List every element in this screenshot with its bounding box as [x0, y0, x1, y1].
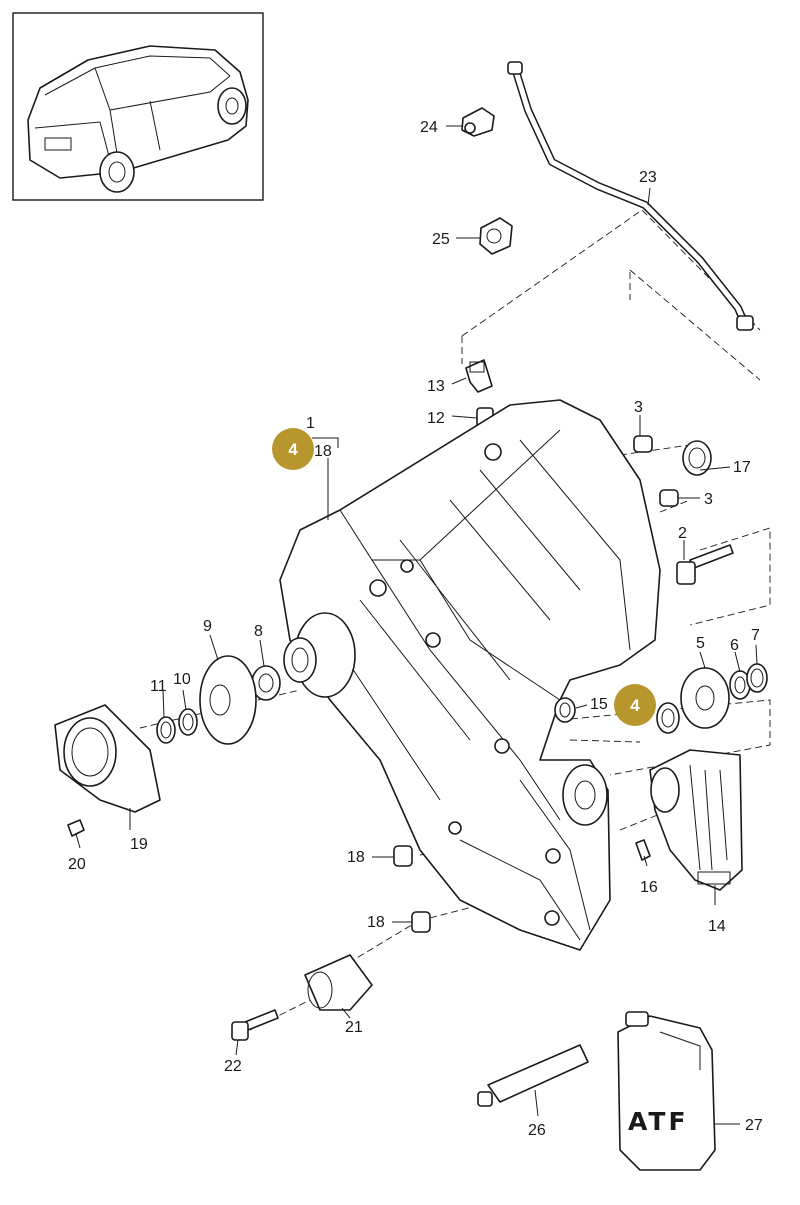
callout-5: 5	[696, 635, 705, 652]
bushing-upper	[633, 435, 653, 453]
highlight-badge[interactable]: 4	[272, 428, 314, 470]
transfer-case-icon	[279, 399, 661, 951]
callout-14: 14	[708, 918, 726, 935]
callout-7: 7	[751, 627, 760, 644]
callout-6: 6	[730, 637, 739, 654]
bolt-2	[676, 544, 734, 585]
callout-19: 19	[130, 836, 148, 853]
callout-25: 25	[432, 231, 450, 248]
hose-holder	[479, 217, 513, 255]
callout-18: 18	[347, 849, 365, 866]
callout-22: 22	[224, 1058, 242, 1075]
sealant-tube-icon	[477, 1044, 589, 1107]
cover-19	[54, 704, 161, 813]
atf-bottle-icon: ATF	[617, 1011, 716, 1171]
highlight-badge[interactable]: 4	[614, 684, 656, 726]
cushion-21	[304, 954, 373, 1011]
o-ring-15	[554, 697, 576, 723]
vehicle-thumbnail-icon	[12, 12, 264, 201]
callout-24: 24	[420, 119, 438, 136]
screw-20	[67, 819, 85, 837]
callout-18: 18	[314, 443, 332, 460]
callout-2: 2	[678, 525, 687, 542]
shim-9	[199, 655, 257, 745]
leader-lines	[75, 125, 758, 1125]
vent-hose	[507, 61, 754, 331]
atf-label: ATF	[628, 1107, 689, 1136]
seal-ring-4b	[656, 702, 680, 734]
breather-valve	[465, 359, 493, 393]
callout-20: 20	[68, 856, 86, 873]
callout-16: 16	[640, 879, 658, 896]
callout-23: 23	[639, 169, 657, 186]
callout-10: 10	[173, 671, 191, 688]
shaft-seal-17	[682, 440, 712, 476]
hose-clip	[461, 107, 495, 137]
callout-15: 15	[590, 696, 608, 713]
callout-8: 8	[254, 623, 263, 640]
callout-11: 11	[150, 678, 167, 695]
callout-21: 21	[345, 1019, 363, 1036]
shim-5	[680, 667, 730, 729]
callout-27: 27	[745, 1117, 763, 1134]
callout-18: 18	[367, 914, 385, 931]
callout-3: 3	[704, 491, 713, 508]
screw-16	[635, 839, 651, 861]
svg-text:4: 4	[288, 440, 298, 459]
ring-11	[156, 716, 176, 744]
callout-9: 9	[203, 618, 212, 635]
plug-18-lower	[411, 911, 431, 933]
callout-17: 17	[733, 459, 751, 476]
callout-26: 26	[528, 1122, 546, 1139]
callout-1: 1	[306, 415, 315, 432]
callout-3: 3	[634, 399, 643, 416]
callout-12: 12	[427, 410, 445, 427]
plug-18-upper	[393, 845, 413, 867]
circlip-10	[178, 708, 198, 736]
circlip-7	[746, 663, 768, 693]
bushing-lower	[659, 489, 679, 507]
svg-text:4: 4	[630, 696, 640, 715]
callout-13: 13	[427, 378, 445, 395]
callout-labels: 1 2 3 3 5 6 7 8 9 10 11 12 13 14 15 16 1…	[68, 119, 763, 1139]
bolt-22	[231, 1009, 279, 1041]
actuator-motor	[649, 749, 743, 891]
